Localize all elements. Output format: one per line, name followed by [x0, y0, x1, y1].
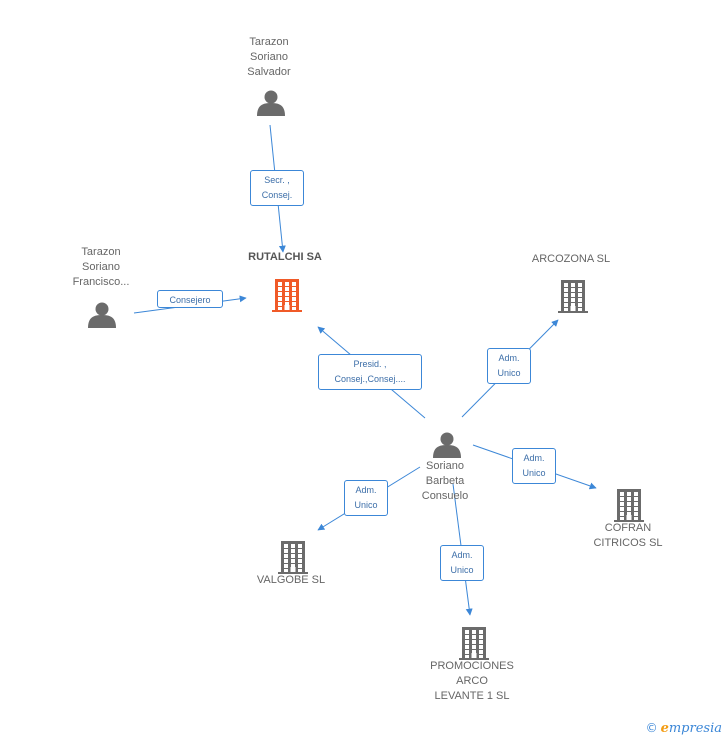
node-label-line: Tarazon — [81, 246, 121, 258]
edge-label-soriano_consuelo-to-arcozona[interactable]: Adm. Unico — [487, 348, 531, 384]
node-label-line: Barbeta — [425, 475, 465, 487]
edge-label-line: Adm. — [523, 453, 545, 463]
edge-label-line: Unico — [354, 500, 378, 510]
edge-label-soriano_consuelo-to-promociones[interactable]: Adm. Unico — [440, 545, 484, 581]
node-label-line: Soriano — [250, 51, 288, 63]
node-label-line: Consuelo — [421, 490, 469, 502]
edge-label-line: Unico — [522, 468, 546, 478]
edge-label-soriano_consuelo-to-valgobe[interactable]: Adm. Unico — [344, 480, 388, 516]
edge-label-line: Adm. — [355, 485, 377, 495]
edge-label-tarazon_salvador-to-rutalchi[interactable]: Secr. , Consej. — [250, 170, 304, 206]
copyright-icon: © — [645, 721, 658, 735]
edge-label-line: Adm. — [451, 550, 473, 560]
person-icon[interactable] — [257, 90, 285, 117]
footer-brand: ©empresia — [646, 721, 722, 736]
edge-label-line: Consej. — [261, 190, 293, 200]
node-label-line: Francisco... — [72, 276, 130, 288]
building-icon[interactable] — [272, 279, 302, 312]
edge-label-line: Consej.,Consej.... — [334, 374, 406, 384]
node-label-line: VALGOBE SL — [256, 574, 326, 586]
node-label-arcozona[interactable]: ARCOZONA SL — [511, 252, 631, 267]
brand-initial: e — [660, 721, 669, 736]
edge-label-line: Presid. , — [353, 359, 387, 369]
node-label-line: CITRICOS SL — [593, 537, 663, 549]
edge-label-line: Secr. , — [264, 175, 290, 185]
node-label-line: RUTALCHI SA — [248, 251, 322, 263]
edge-label-soriano_consuelo-to-cofran[interactable]: Adm. Unico — [512, 448, 556, 484]
edge-label-line: Consejero — [169, 295, 211, 305]
node-label-line: Salvador — [247, 66, 291, 78]
brand-name: mpresia — [668, 721, 722, 736]
edge-label-line: Adm. — [498, 353, 520, 363]
edge-label-soriano_consuelo-to-rutalchi[interactable]: Presid. , Consej.,Consej.... — [318, 354, 422, 390]
node-label-line: PROMOCIONES — [430, 660, 514, 672]
node-label-valgobe[interactable]: VALGOBE SL — [231, 573, 351, 588]
node-label-line: Soriano — [82, 261, 120, 273]
building-icon[interactable] — [558, 280, 588, 313]
node-label-line: COFRAN — [604, 522, 652, 534]
building-icon[interactable] — [614, 489, 644, 522]
node-label-line: ARCO — [456, 675, 488, 687]
edge-label-line: Unico — [450, 565, 474, 575]
building-icon[interactable] — [278, 541, 308, 574]
node-label-rutalchi[interactable]: RUTALCHI SA — [225, 250, 345, 265]
node-label-line: LEVANTE 1 SL — [434, 690, 510, 702]
node-label-line: ARCOZONA SL — [531, 253, 611, 265]
person-icon[interactable] — [88, 302, 116, 329]
node-label-cofran[interactable]: COFRAN CITRICOS SL — [568, 521, 688, 551]
person-icon[interactable] — [433, 432, 461, 459]
node-label-promociones[interactable]: PROMOCIONES ARCO LEVANTE 1 SL — [412, 659, 532, 704]
edge-label-line: Unico — [497, 368, 521, 378]
node-label-line: Tarazon — [249, 36, 289, 48]
edge-label-tarazon_francisco-to-rutalchi[interactable]: Consejero — [157, 290, 223, 308]
building-icon[interactable] — [459, 627, 489, 660]
node-label-line: Soriano — [426, 460, 464, 472]
